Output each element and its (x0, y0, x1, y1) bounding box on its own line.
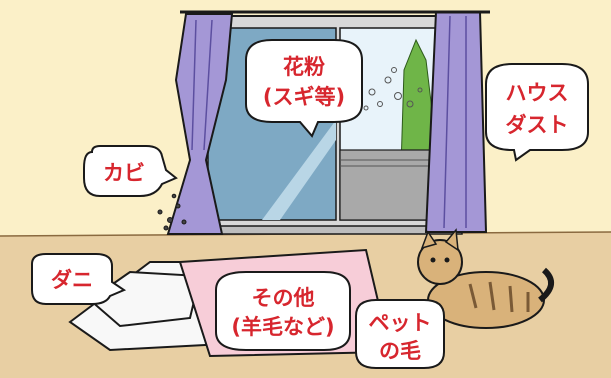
bubble-mold-label: カビ (103, 161, 145, 185)
bubble-other-line1: その他 (252, 286, 315, 310)
bubble-housedust-shape (485, 63, 589, 162)
bubble-other-shape (215, 271, 351, 351)
bubble-mite-label: ダニ (51, 268, 93, 292)
bubble-housedust: ハウス ダスト (485, 63, 589, 162)
bubble-housedust-line2: ダスト (506, 113, 569, 137)
mold-patch (157, 193, 187, 231)
window-reflection (262, 120, 336, 220)
bubble-pet-line1: ペット (369, 311, 432, 335)
bubble-pollen-line1: 花粉 (283, 55, 325, 79)
curtain-left-fold (191, 19, 213, 151)
pollen-particles (363, 67, 423, 111)
bubble-pet-shape (355, 299, 445, 369)
window-sill (189, 225, 463, 235)
curtain-left (166, 13, 234, 235)
cat (417, 228, 554, 329)
bubble-mold: カビ (83, 145, 178, 197)
bubble-pollen-line2: (スギ等) (263, 85, 345, 109)
cat-ear-left (420, 230, 438, 250)
cat-stripes (468, 281, 530, 313)
bubble-pollen: 花粉 (スギ等) (245, 39, 363, 138)
bubble-pet: ペット の毛 (355, 299, 445, 369)
cat-ear-right (444, 228, 459, 252)
bubble-pollen-shape (245, 39, 363, 138)
bubble-mite-shape (31, 253, 127, 305)
cat-eye (430, 257, 436, 263)
bubble-mold-shape (83, 145, 178, 197)
cat-tail (538, 267, 554, 303)
cat-head (417, 239, 463, 285)
curtain-right (424, 11, 488, 233)
bubble-mite: ダニ (31, 253, 127, 305)
bubble-other: その他 (羊毛など) (215, 271, 351, 351)
curtain-right-fold (443, 15, 467, 229)
bubble-housedust-line1: ハウス (506, 81, 569, 105)
bubble-pet-line2: の毛 (379, 339, 421, 363)
cat-eye (444, 257, 450, 263)
bubble-other-line2: (羊毛など) (231, 315, 334, 339)
